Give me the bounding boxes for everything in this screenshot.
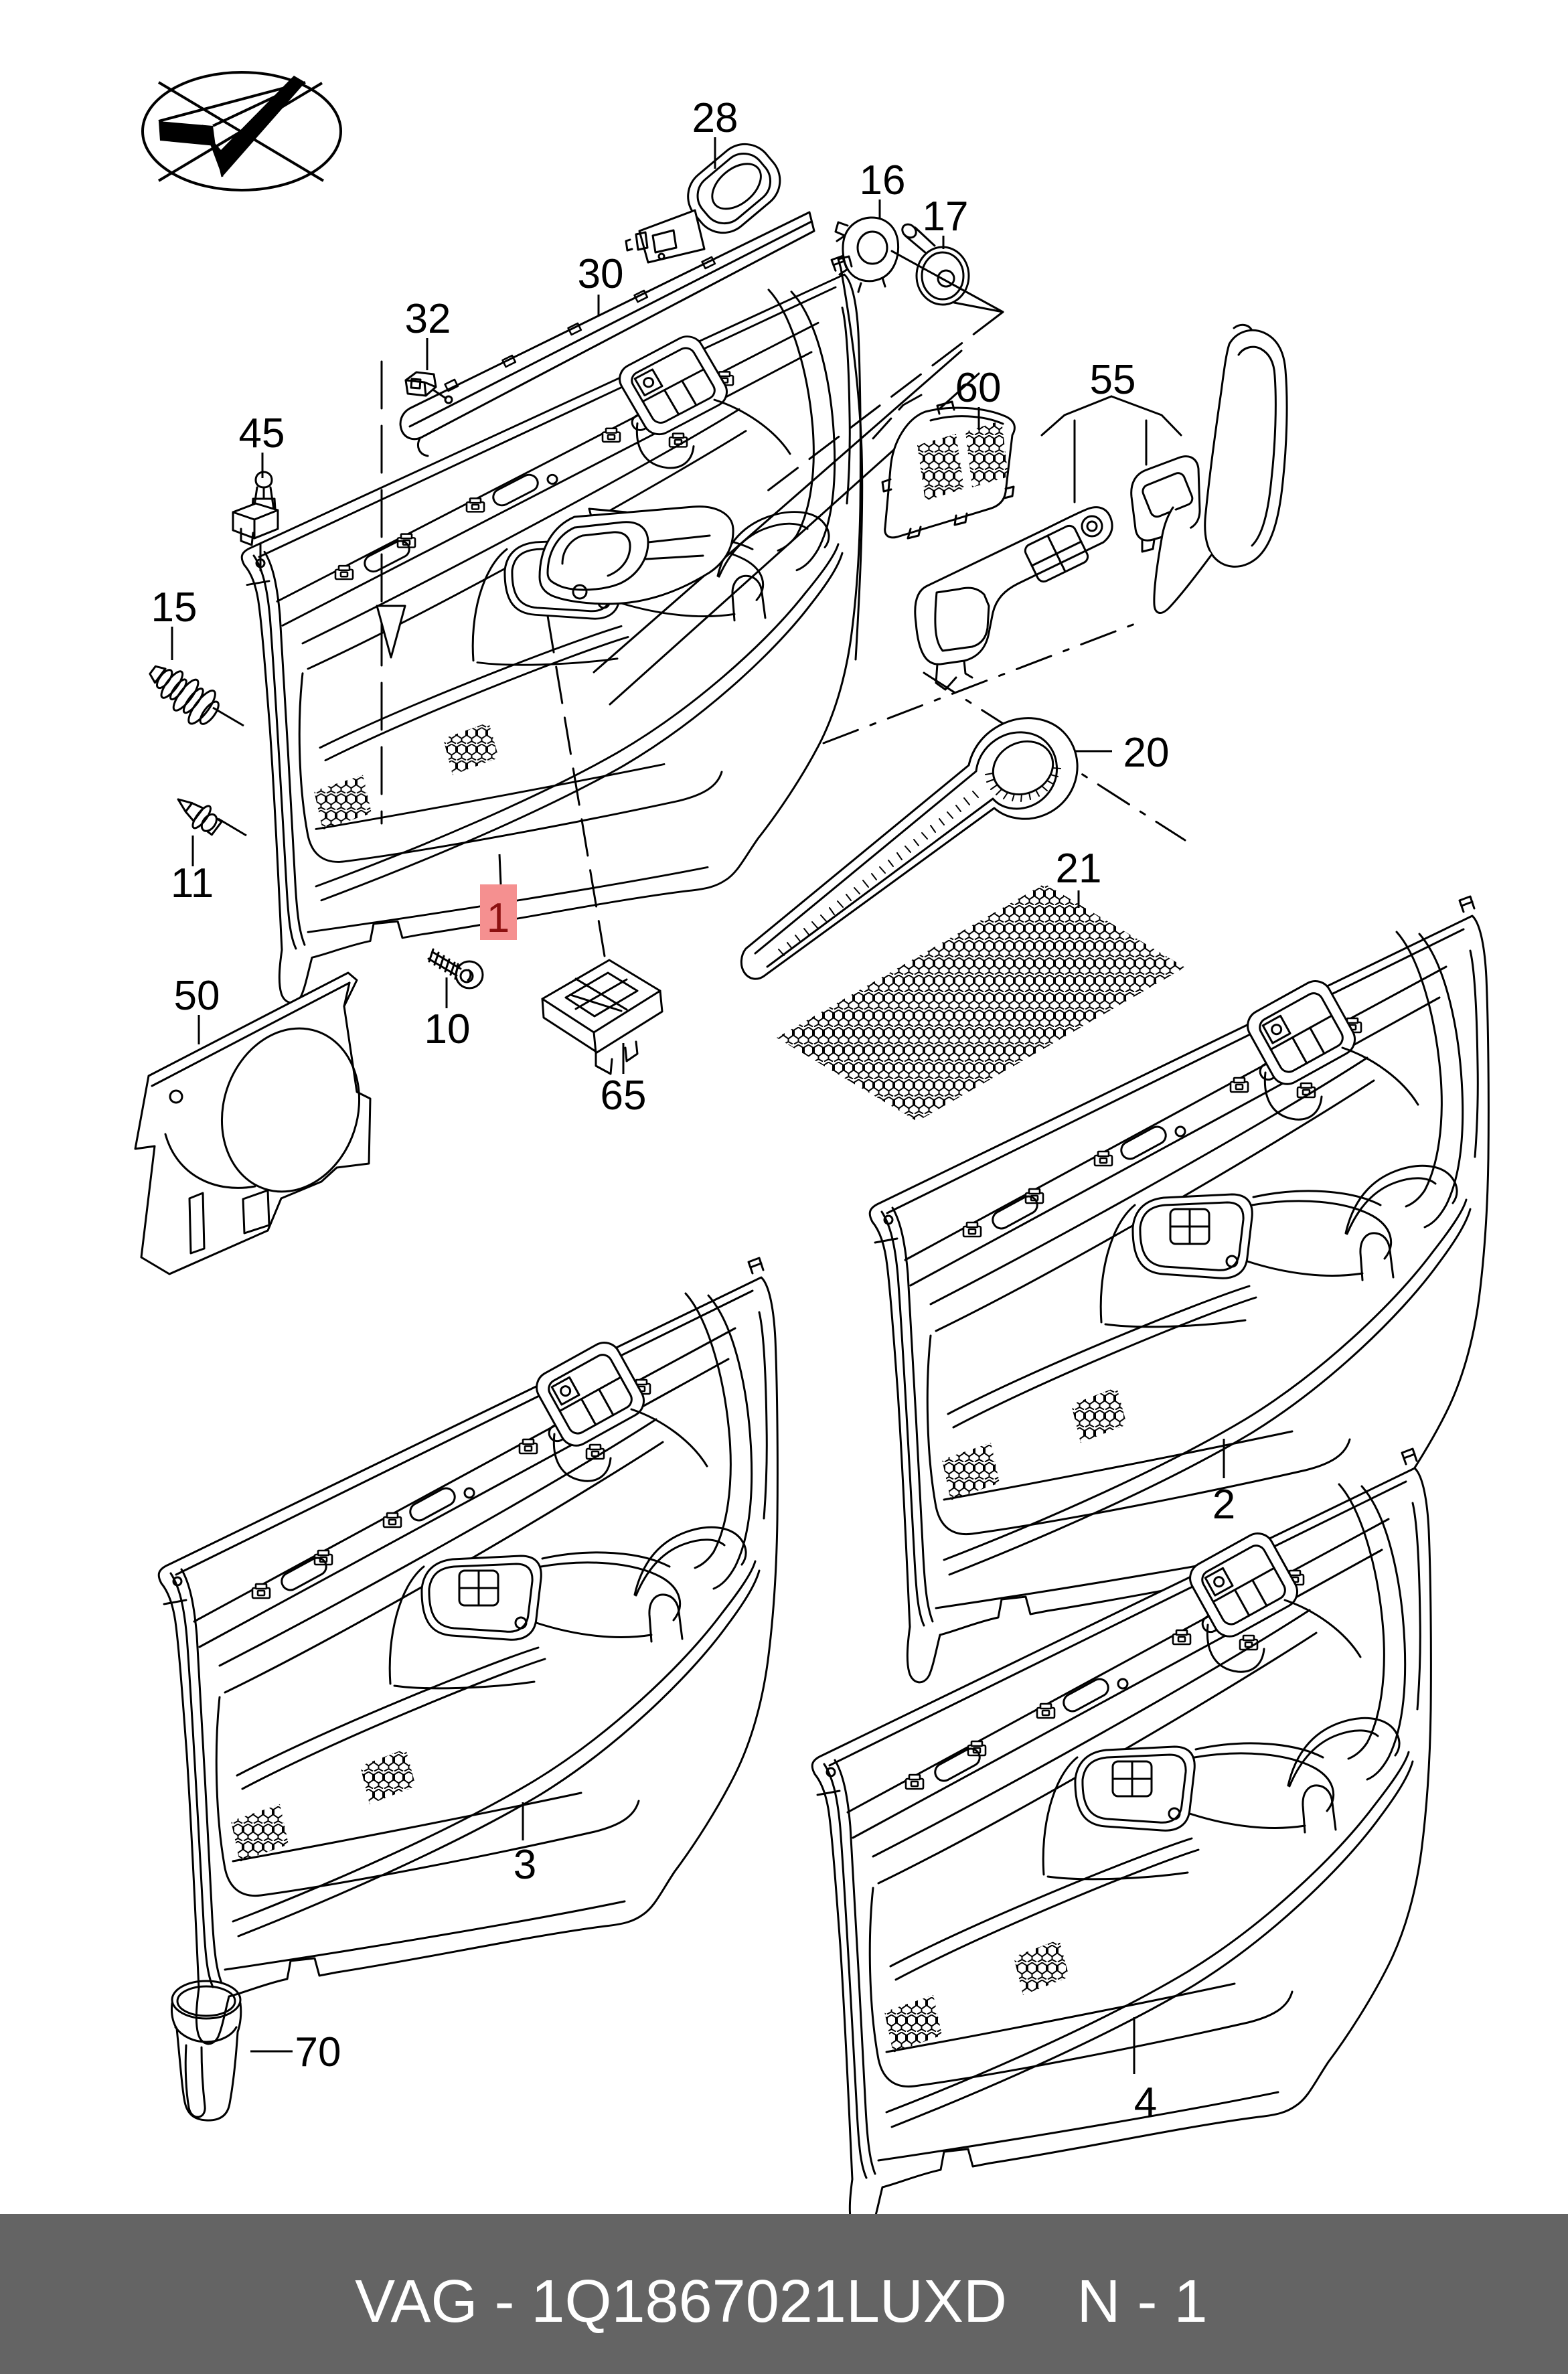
svg-text:17: 17	[923, 193, 969, 240]
svg-text:32: 32	[405, 296, 451, 342]
svg-text:21: 21	[1056, 846, 1102, 892]
svg-text:3: 3	[514, 1842, 536, 1888]
svg-text:45: 45	[239, 410, 285, 457]
svg-text:VAG - 1Q1867021LUXD: VAG - 1Q1867021LUXD	[355, 2268, 1007, 2335]
svg-text:16: 16	[860, 157, 906, 204]
svg-text:65: 65	[601, 1073, 647, 1119]
svg-text:55: 55	[1090, 357, 1136, 403]
svg-text:11: 11	[171, 860, 214, 906]
svg-text:30: 30	[578, 251, 624, 297]
svg-text:N - 1: N - 1	[1077, 2268, 1207, 2335]
svg-text:4: 4	[1134, 2079, 1157, 2126]
svg-text:50: 50	[174, 973, 220, 1019]
svg-text:20: 20	[1123, 730, 1170, 776]
svg-text:60: 60	[955, 365, 1002, 411]
svg-text:70: 70	[295, 2029, 341, 2075]
svg-text:1: 1	[487, 895, 509, 941]
svg-text:15: 15	[151, 584, 198, 631]
svg-text:10: 10	[424, 1006, 471, 1052]
svg-text:2: 2	[1212, 1482, 1235, 1528]
svg-text:28: 28	[692, 95, 738, 141]
